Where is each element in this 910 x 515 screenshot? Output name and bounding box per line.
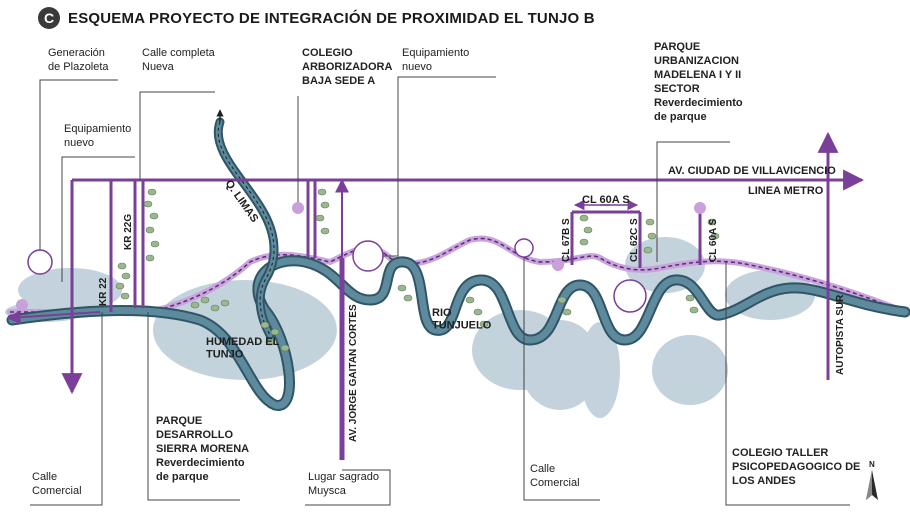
leader-plazoleta	[39, 79, 118, 250]
center-area-3	[580, 322, 620, 418]
note-colegio-arborizadora: COLEGIO ARBORIZADORA BAJA SEDE A	[302, 47, 393, 87]
cl67b-dot	[552, 259, 564, 271]
label-av-gaitan: AV. JORGE GAITAN CORTES	[348, 304, 359, 442]
plazoleta-area	[18, 268, 122, 312]
leader-calle-completa	[139, 91, 215, 180]
label-cl60as: CL 60A S	[582, 194, 630, 206]
tree-cluster-kr22g	[143, 188, 160, 262]
leader-madelena	[656, 141, 730, 262]
leader-sagrado	[305, 469, 391, 506]
diagram-title: C ESQUEMA PROYECTO DE INTEGRACIÓN DE PRO…	[38, 6, 738, 30]
equipamiento-circle-2	[613, 279, 647, 313]
note-equipamiento-2: Equipamiento nuevo	[402, 47, 470, 73]
colegio-dot	[292, 202, 304, 214]
label-autopista: AUTOPISTA SUR	[835, 294, 846, 375]
equipment-circles	[16, 202, 706, 313]
left-dot	[16, 299, 28, 311]
label-kr22: KR 22	[98, 277, 109, 306]
equipamiento-circle-1	[352, 240, 384, 272]
leader-sierra	[147, 312, 240, 501]
cl60a-dot	[694, 202, 706, 214]
leader-colegio-taller	[725, 262, 850, 506]
rio-tunjuelo	[6, 255, 910, 411]
north-arrow: N	[866, 460, 878, 500]
tree-cluster-cl62c	[643, 218, 657, 254]
streets	[109, 180, 702, 460]
note-calle-comercial-2: Calle Comercial	[530, 463, 580, 489]
label-cl60as-2: CL 60A S	[708, 218, 719, 262]
tree-cluster-rio	[397, 284, 489, 328]
note-parque-sierra: PARQUE DESARROLLO SIERRA MORENA Reverdec…	[156, 415, 250, 483]
leader-calle-comercial-1	[30, 312, 103, 506]
tree-cluster-cl60a	[685, 218, 720, 314]
north-label: N	[869, 460, 875, 469]
comercial-circle	[514, 238, 534, 258]
left-horizontal-arrow	[6, 310, 101, 325]
note-parque-madelena: PARQUE URBANIZACION MADELENA I Y II SECT…	[654, 41, 743, 123]
tree-cluster-cl67b	[557, 214, 593, 316]
note-equipamiento-1: Equipamiento nuevo	[64, 123, 132, 149]
tree-cluster-colegio	[315, 188, 330, 235]
right-area-1	[652, 335, 728, 405]
label-kr22g: KR 22G	[123, 214, 134, 250]
title-text: ESQUEMA PROYECTO DE INTEGRACIÓN DE PROXI…	[68, 9, 595, 27]
tree-cluster-kr22	[115, 262, 131, 300]
tree-clusters	[115, 188, 720, 352]
quebrada-limas	[213, 109, 279, 340]
note-calle-comercial-1: Calle Comercial	[32, 471, 82, 497]
leader-equipamiento-1	[61, 156, 135, 282]
label-cl62cs: CL 62C S	[629, 218, 640, 262]
tree-cluster-humedal	[190, 296, 290, 352]
section-badge: C	[38, 7, 60, 29]
leader-comercial-2	[523, 257, 600, 501]
plazoleta-circle	[27, 249, 53, 275]
note-calle-completa: Calle completa Nueva	[142, 47, 215, 73]
note-plazoleta: Generación de Plazoleta	[48, 47, 109, 73]
leader-equipamiento-mid	[383, 76, 496, 257]
label-av-villavicencio: AV. CIUDAD DE VILLAVICENCIO	[668, 165, 836, 177]
note-colegio-taller: COLEGIO TALLER PSICOPEDAGOGICO DE LOS AN…	[732, 447, 861, 487]
leader-lines	[30, 76, 850, 506]
label-linea-metro: LINEA METRO	[748, 185, 824, 197]
note-lugar-sagrado: Lugar sagrado Muysca	[308, 471, 379, 497]
label-cl67bs: CL 67B S	[561, 218, 572, 262]
